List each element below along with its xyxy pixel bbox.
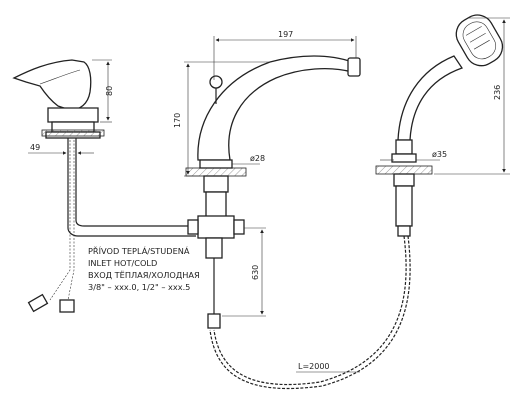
dim-lever-height: 80	[105, 86, 114, 96]
dim-hose-pipe-length: 630	[251, 265, 260, 280]
dim-spout-height: 170	[173, 113, 182, 128]
spout-view: 197 170 ø28 630	[173, 30, 361, 329]
dim-spout-diameter: ø28	[250, 154, 265, 163]
inlet-note-line-2: INLET HOT/COLD	[88, 258, 157, 268]
dim-shower-height: 236	[493, 85, 502, 100]
dim-lever-offset: 49	[30, 143, 40, 152]
dim-spout-reach: 197	[278, 30, 293, 39]
lever-mixer-view: 80 49	[12, 59, 196, 313]
inlet-note-line-1: PŘÍVOD TEPLÁ/STUDENÁ	[88, 245, 190, 256]
inlet-note-line-3: ВХОД ТЁПЛАЯ/ХОЛОДНАЯ	[88, 270, 200, 280]
inlet-note: PŘÍVOD TEPLÁ/STUDENÁ INLET HOT/COLD ВХОД…	[88, 245, 200, 292]
inlet-note-line-4: 3/8" – xxx.0, 1/2" – xxx.5	[88, 282, 190, 292]
shower-hose: L=2000	[209, 235, 411, 390]
dim-shower-diameter: ø35	[432, 150, 447, 159]
hand-shower-view: ø35 236	[375, 14, 510, 237]
dim-hose-length: L=2000	[298, 362, 330, 371]
